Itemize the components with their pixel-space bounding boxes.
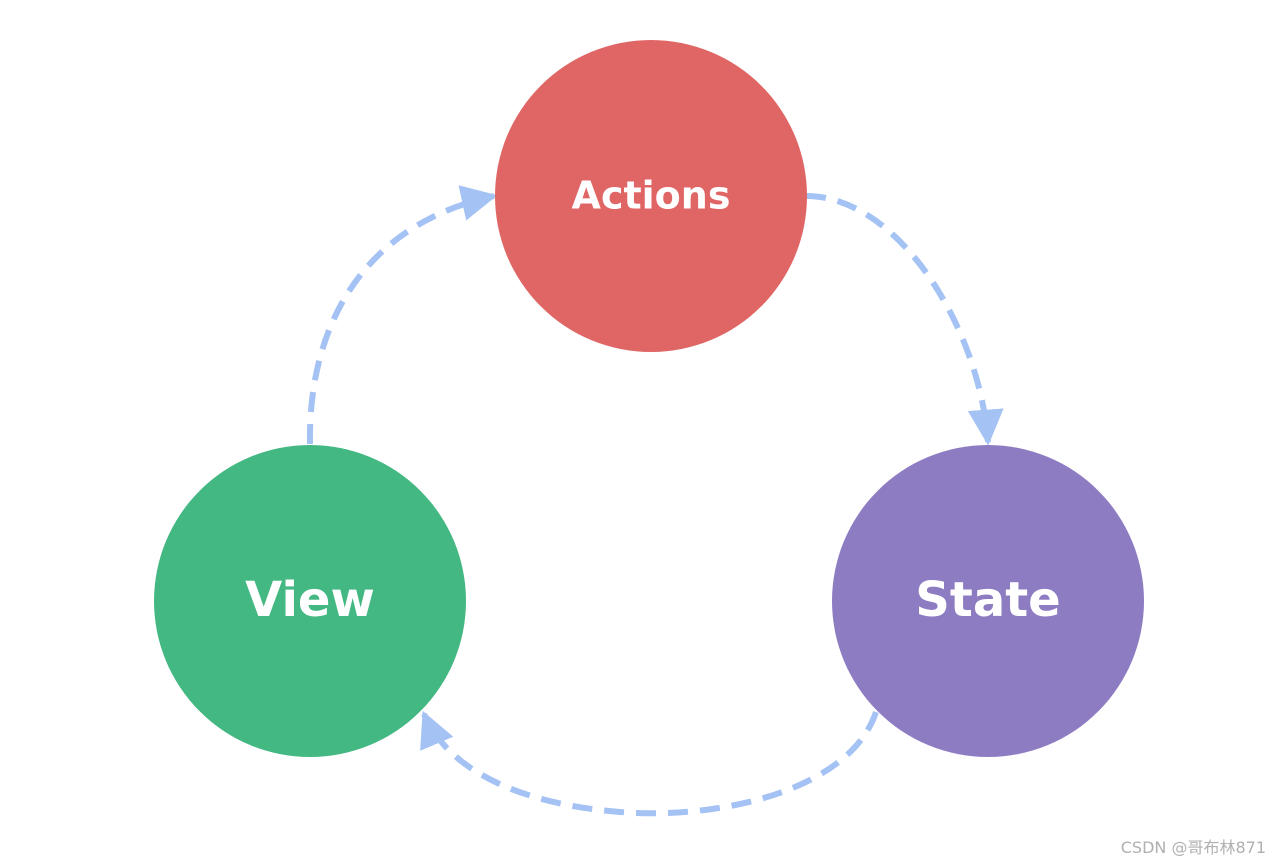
node-actions: Actions [495, 40, 807, 352]
view-label: View [245, 572, 375, 628]
arrow-view-to-actions [306, 185, 498, 445]
view-circle [154, 445, 466, 757]
node-state: State [832, 445, 1144, 757]
state-circle [832, 445, 1144, 757]
actions-label: Actions [572, 174, 731, 218]
watermark: CSDN @哥布林871 [1120, 838, 1266, 857]
actions-circle [495, 40, 807, 352]
arrow-state-to-view [420, 710, 879, 817]
arrow-actions-to-state [805, 193, 1004, 446]
node-view: View [154, 445, 466, 757]
state-label: State [915, 572, 1060, 628]
